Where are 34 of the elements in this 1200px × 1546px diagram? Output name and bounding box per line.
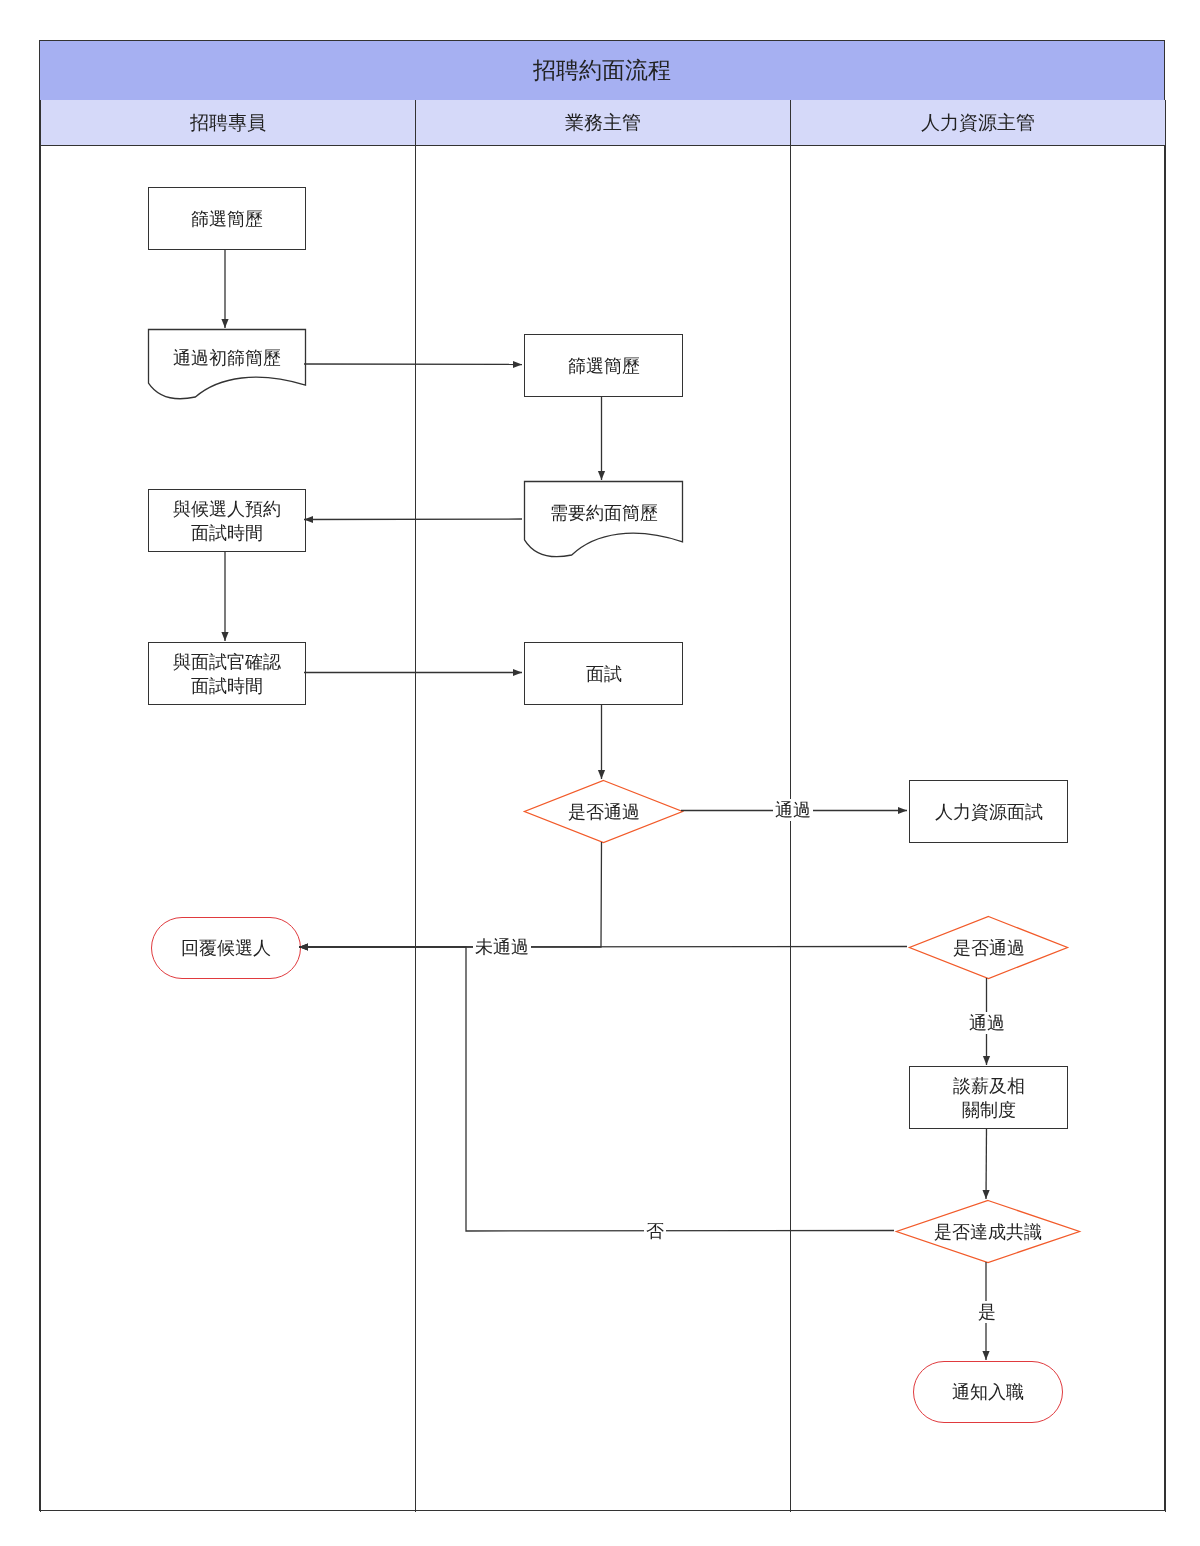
terminal-box: 回覆候選人 (151, 917, 301, 979)
lane-header: 業務主管 (416, 100, 790, 146)
process-box: 與面試官確認面試時間 (148, 642, 306, 705)
arrow (298, 943, 895, 1232)
decision-diamond: 是否通過 (524, 780, 683, 843)
decision-diamond: 是否達成共識 (896, 1200, 1080, 1263)
edge-label: 是 (976, 1301, 998, 1323)
process-box: 談薪及相關制度 (909, 1066, 1068, 1129)
arrow (303, 360, 523, 369)
arrow (303, 668, 523, 677)
process-box: 與候選人預約面試時間 (148, 489, 306, 552)
lane-header: 人力資源主管 (791, 100, 1165, 146)
process-box: 篩選簡歷 (148, 187, 306, 250)
arrow (221, 550, 229, 642)
arrow (303, 515, 523, 524)
edge-label: 否 (644, 1220, 666, 1242)
arrow (597, 703, 606, 780)
terminal-box: 通知入職 (913, 1361, 1063, 1423)
swimlane (40, 100, 416, 1512)
arrow (221, 248, 229, 329)
edge-label: 未通過 (473, 936, 531, 958)
edge-label: 通過 (773, 799, 813, 821)
process-box: 人力資源面試 (909, 780, 1068, 843)
edge-label: 通過 (967, 1012, 1007, 1034)
swimlane-pool (39, 40, 1165, 1511)
process-box: 面試 (524, 642, 683, 705)
arrow (597, 395, 606, 481)
document-shape: 需要約面簡歷 (524, 481, 683, 559)
decision-diamond: 是否通過 (909, 916, 1068, 979)
document-shape: 通過初篩簡歷 (148, 329, 306, 401)
process-box: 篩選簡歷 (524, 334, 683, 397)
arrow (982, 1127, 990, 1200)
lane-header: 招聘專員 (41, 100, 415, 146)
pool-title: 招聘約面流程 (40, 41, 1164, 101)
